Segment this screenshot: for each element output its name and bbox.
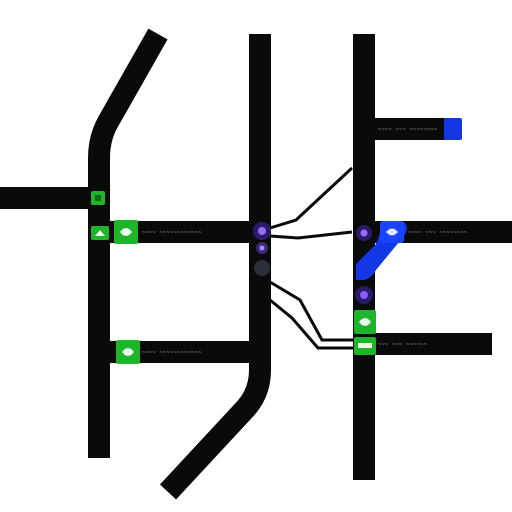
street-label-lower-cross: ~~~~ ~~~~~~~~~~~~ [142,350,202,356]
street-label-east-middle: ~~~~ ~~~ ~~~~~~~~ [408,230,468,236]
junction-node-icon[interactable] [254,260,270,276]
junction-node-icon[interactable] [355,286,373,304]
junction-node-icon[interactable] [256,242,268,254]
location-marker-icon[interactable] [444,118,462,140]
connector-lower-b [269,298,360,350]
street-label-upper-cross: ~~~~ ~~~~~~~~~~~~ [142,230,202,236]
signal-marker-icon[interactable] [116,340,140,364]
connector-upper-a [269,166,354,230]
signal-marker-icon[interactable] [354,310,376,334]
connector-upper-b [269,230,353,240]
junction-node-icon[interactable] [253,222,271,240]
junction-node-icon[interactable] [356,225,372,241]
signal-marker-icon[interactable] [91,191,105,205]
connector-lower-a [269,280,360,342]
signal-marker-icon[interactable] [354,337,376,355]
road-central-vertical[interactable] [159,34,271,500]
road-west-diagonal[interactable] [88,28,168,458]
street-label-east-upper: ~~~~ ~~~ ~~~~~~~~ [378,127,438,133]
location-marker-icon[interactable] [380,221,404,243]
street-label-east-lower: ~~~ ~~~ ~~~~~~ [378,342,427,348]
signal-marker-icon[interactable] [91,226,109,240]
signal-marker-icon[interactable] [114,220,138,244]
